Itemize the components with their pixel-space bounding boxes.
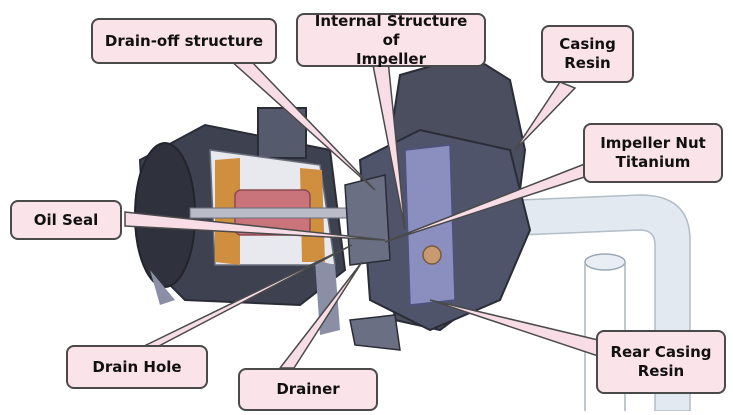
leader-casing — [514, 81, 577, 151]
callout-internal-structure-of-impeller: Internal Structure of Impeller — [296, 12, 486, 68]
leader-oil-seal — [124, 211, 386, 241]
callout-impeller-nut-titanium: Impeller Nut Titanium — [583, 123, 723, 183]
pump-casing — [344, 53, 532, 351]
impeller-nut — [422, 245, 442, 265]
callout-rear-casing-resin: Rear Casing Resin — [596, 330, 726, 394]
callout-drain-hole: Drain Hole — [66, 345, 208, 389]
leader-lines — [124, 59, 601, 369]
callout-drainer: Drainer — [238, 368, 378, 411]
callout-casing-resin: Casing Resin — [541, 25, 634, 83]
callout-oil-seal: Oil Seal — [10, 200, 122, 240]
callout-drain-off-structure: Drain-off structure — [91, 18, 277, 64]
